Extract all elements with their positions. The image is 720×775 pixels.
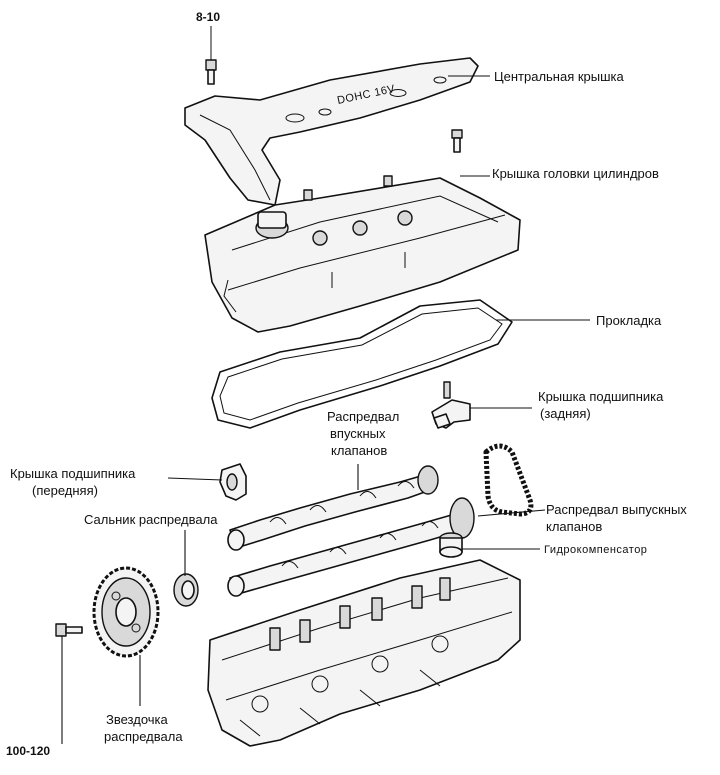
camshaft-sprocket <box>92 566 160 658</box>
rear-bearing-cap-label-1: Крышка подшипника <box>538 389 664 404</box>
central-cover-label: Центральная крышка <box>494 69 625 84</box>
sprocket-label-1: Звездочка <box>106 712 169 727</box>
front-bearing-cap <box>219 463 247 501</box>
intake-cam-label-1: Распредвал <box>327 409 399 424</box>
leader-lines <box>61 75 590 744</box>
labels: 8-10 Центральная крышка Крышка головки ц… <box>6 10 687 758</box>
exhaust-camshaft <box>227 497 475 597</box>
front-bearing-cap-label-1: Крышка подшипника <box>10 466 136 481</box>
gasket <box>211 299 513 429</box>
top-bolt <box>205 26 217 85</box>
sprocket-bolt <box>55 623 83 637</box>
camshaft-seal <box>173 573 199 607</box>
cam-seal-label: Сальник распредвала <box>84 512 218 527</box>
cylinder-head-cover <box>204 175 521 333</box>
cylinder-head <box>207 559 521 747</box>
rear-bearing-cap-label-2: (задняя) <box>540 406 591 421</box>
exhaust-cam-label-2: клапанов <box>546 519 602 534</box>
head-cover-label: Крышка головки цилиндров <box>492 166 659 181</box>
intake-cam-label-3: клапанов <box>331 443 387 458</box>
gasket-label: Прокладка <box>596 313 662 328</box>
central-cover: DOHC 16V <box>184 57 479 206</box>
cover-bolt <box>451 129 463 153</box>
exhaust-cam-label-1: Распредвал выпускных <box>546 502 687 517</box>
intake-camshaft <box>227 465 439 551</box>
torque-bottom-label: 100-120 <box>6 744 50 758</box>
intake-cam-label-2: впускных <box>330 426 386 441</box>
torque-top-label: 8-10 <box>196 10 220 24</box>
rear-bearing-cap <box>431 381 471 429</box>
hydraulic-lifter <box>439 532 463 558</box>
timing-chain <box>483 443 534 517</box>
sprocket-label-2: распредвала <box>104 729 183 744</box>
lifter-label: Гидрокомпенсатор <box>544 544 647 556</box>
front-bearing-cap-label-2: (передняя) <box>32 483 98 498</box>
